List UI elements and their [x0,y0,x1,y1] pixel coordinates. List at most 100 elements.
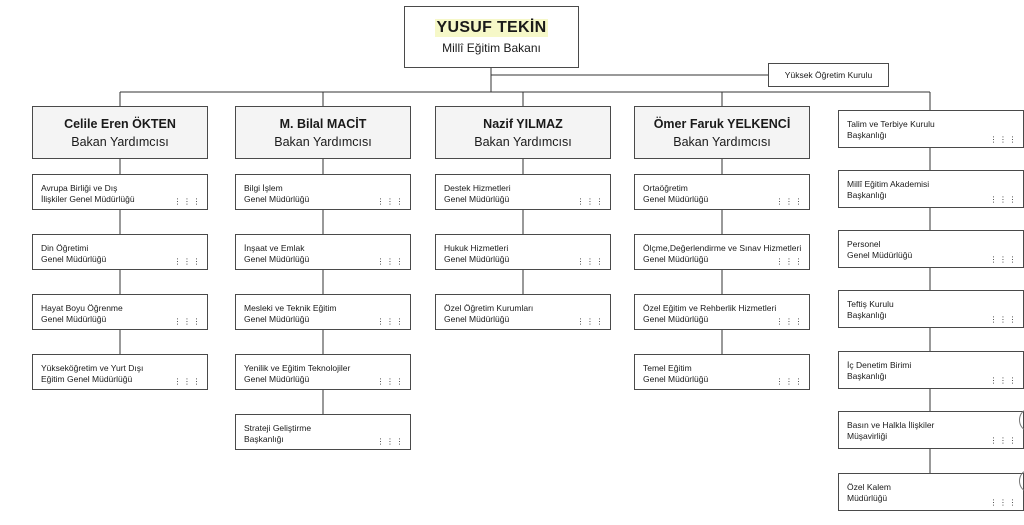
unit-line-1: Yükseköğretim ve Yurt Dışı [41,363,144,373]
unit-line-2: Genel Müdürlüğü [444,254,510,264]
deputy-title: Bakan Yardımcısı [474,135,572,149]
unit-line-2: Genel Müdürlüğü [41,314,107,324]
unit-box[interactable]: Mesleki ve Teknik Eğitim Genel Müdürlüğü… [235,294,411,330]
unit-line-1: Destek Hizmetleri [444,183,511,193]
unit-line-1: Basın ve Halkla İlişkiler [847,420,935,430]
more-dots-icon[interactable]: ⋮⋮⋮ [376,257,405,266]
unit-box[interactable]: Strateji Geliştirme Başkanlığı ⋮⋮⋮ [235,414,411,450]
unit-line-1: Strateji Geliştirme [244,423,312,433]
unit-line-2: Genel Müdürlüğü [244,194,310,204]
more-dots-icon[interactable]: ⋮⋮⋮ [173,317,202,326]
unit-line-2: Genel Müdürlüğü [643,314,709,324]
more-dots-icon[interactable]: ⋮⋮⋮ [775,197,804,206]
unit-line-1: Hukuk Hizmetleri [444,243,509,253]
more-dots-icon[interactable]: ⋮⋮⋮ [576,257,605,266]
more-dots-icon[interactable]: ⋮⋮⋮ [173,377,202,386]
unit-box[interactable]: Özel Öğretim Kurumları Genel Müdürlüğü ⋮… [435,294,611,330]
unit-line-2: Genel Müdürlüğü [643,254,709,264]
deputy-title: Bakan Yardımcısı [71,135,169,149]
deputy-name: M. Bilal MACİT [279,117,367,131]
unit-line-2: Başkanlığı [847,130,887,140]
unit-line-1: Din Öğretimi [41,243,89,253]
unit-line-1: İç Denetim Birimi [847,360,912,370]
more-dots-icon[interactable]: ⋮⋮⋮ [989,376,1018,385]
unit-line-1: Hayat Boyu Öğrenme [41,303,123,313]
unit-line-1: Özel Eğitim ve Rehberlik Hizmetleri [643,303,777,313]
direct-unit-box[interactable]: Basın ve Halkla İlişkiler Müşavirliği ⋮⋮… [838,411,1024,449]
direct-unit-box[interactable]: Teftiş Kurulu Başkanlığı ⋮⋮⋮ [838,290,1024,328]
deputy-name: Celile Eren ÖKTEN [64,117,176,131]
unit-line-2: Müdürlüğü [847,493,888,503]
unit-line-1: Personel [847,239,881,249]
unit-box[interactable]: Ölçme,Değerlendirme ve Sınav Hizmetleri … [634,234,810,270]
unit-line-1: Yenilik ve Eğitim Teknolojiler [244,363,351,373]
board-label: Yüksek Öğretim Kurulu [784,70,873,80]
unit-box[interactable]: Hukuk Hizmetleri Genel Müdürlüğü ⋮⋮⋮ [435,234,611,270]
unit-line-1: Ortaöğretim [643,183,688,193]
unit-line-2: Genel Müdürlüğü [444,314,510,324]
unit-box[interactable]: Ortaöğretim Genel Müdürlüğü ⋮⋮⋮ [634,174,810,210]
unit-line-2: Genel Müdürlüğü [847,250,913,260]
more-dots-icon[interactable]: ⋮⋮⋮ [989,195,1018,204]
higher-education-board-box[interactable]: Yüksek Öğretim Kurulu [768,63,889,87]
deputy-box-okten[interactable]: Celile Eren ÖKTEN Bakan Yardımcısı [32,106,208,159]
direct-unit-box[interactable]: Personel Genel Müdürlüğü ⋮⋮⋮ [838,230,1024,268]
more-dots-icon[interactable]: ⋮⋮⋮ [576,197,605,206]
more-dots-icon[interactable]: ⋮⋮⋮ [989,255,1018,264]
unit-box[interactable]: Yükseköğretim ve Yurt Dışı Eğitim Genel … [32,354,208,390]
unit-line-1: Ölçme,Değerlendirme ve Sınav Hizmetleri [643,243,802,253]
unit-line-1: Özel Öğretim Kurumları [444,303,534,313]
unit-line-2: Müşavirliği [847,431,888,441]
more-dots-icon[interactable]: ⋮⋮⋮ [376,437,405,446]
unit-box[interactable]: İnşaat ve Emlak Genel Müdürlüğü ⋮⋮⋮ [235,234,411,270]
unit-box[interactable]: Destek Hizmetleri Genel Müdürlüğü ⋮⋮⋮ [435,174,611,210]
unit-line-1: İnşaat ve Emlak [244,243,305,253]
more-dots-icon[interactable]: ⋮⋮⋮ [989,315,1018,324]
unit-line-1: Özel Kalem [847,482,891,492]
unit-line-2: Genel Müdürlüğü [643,194,709,204]
direct-unit-box[interactable]: Talim ve Terbiye Kurulu Başkanlığı ⋮⋮⋮ [838,110,1024,148]
more-dots-icon[interactable]: ⋮⋮⋮ [775,257,804,266]
unit-box[interactable]: Avrupa Birliği ve Dış İlişkiler Genel Mü… [32,174,208,210]
more-dots-icon[interactable]: ⋮⋮⋮ [376,317,405,326]
unit-line-2: Genel Müdürlüğü [244,254,310,264]
more-dots-icon[interactable]: ⋮⋮⋮ [376,197,405,206]
more-dots-icon[interactable]: ⋮⋮⋮ [775,377,804,386]
unit-line-2: Başkanlığı [847,371,887,381]
unit-box[interactable]: Temel Eğitim Genel Müdürlüğü ⋮⋮⋮ [634,354,810,390]
unit-line-2: Genel Müdürlüğü [41,254,107,264]
unit-line-2: Eğitim Genel Müdürlüğü [41,374,133,384]
more-dots-icon[interactable]: ⋮⋮⋮ [989,436,1018,445]
unit-box[interactable]: Yenilik ve Eğitim Teknolojiler Genel Müd… [235,354,411,390]
minister-title: Millî Eğitim Bakanı [442,41,541,55]
deputy-box-yilmaz[interactable]: Nazif YILMAZ Bakan Yardımcısı [435,106,611,159]
deputy-box-yelkenci[interactable]: Ömer Faruk YELKENCİ Bakan Yardımcısı [634,106,810,159]
minister-box[interactable]: YUSUF TEKİN Millî Eğitim Bakanı [404,6,579,68]
more-dots-icon[interactable]: ⋮⋮⋮ [173,257,202,266]
unit-line-2: Genel Müdürlüğü [643,374,709,384]
unit-line-2: Genel Müdürlüğü [444,194,510,204]
unit-line-2: Genel Müdürlüğü [244,374,310,384]
unit-line-2: Başkanlığı [847,310,887,320]
deputy-box-macit[interactable]: M. Bilal MACİT Bakan Yardımcısı [235,106,411,159]
more-dots-icon[interactable]: ⋮⋮⋮ [989,498,1018,507]
unit-line-2: Genel Müdürlüğü [244,314,310,324]
unit-box[interactable]: Bilgi İşlem Genel Müdürlüğü ⋮⋮⋮ [235,174,411,210]
unit-box[interactable]: Din Öğretimi Genel Müdürlüğü ⋮⋮⋮ [32,234,208,270]
direct-unit-box[interactable]: İç Denetim Birimi Başkanlığı ⋮⋮⋮ [838,351,1024,389]
unit-box[interactable]: Özel Eğitim ve Rehberlik Hizmetleri Gene… [634,294,810,330]
unit-line-2: İlişkiler Genel Müdürlüğü [41,194,135,204]
direct-unit-box[interactable]: Özel Kalem Müdürlüğü ⋮⋮⋮ [838,473,1024,511]
unit-line-1: Millî Eğitim Akademisi [847,179,930,189]
unit-line-1: Talim ve Terbiye Kurulu [847,119,935,129]
more-dots-icon[interactable]: ⋮⋮⋮ [576,317,605,326]
unit-line-1: Avrupa Birliği ve Dış [41,183,118,193]
more-dots-icon[interactable]: ⋮⋮⋮ [775,317,804,326]
unit-line-1: Teftiş Kurulu [847,299,894,309]
more-dots-icon[interactable]: ⋮⋮⋮ [376,377,405,386]
unit-line-2: Başkanlığı [244,434,284,444]
direct-unit-box[interactable]: Millî Eğitim Akademisi Başkanlığı ⋮⋮⋮ [838,170,1024,208]
unit-box[interactable]: Hayat Boyu Öğrenme Genel Müdürlüğü ⋮⋮⋮ [32,294,208,330]
more-dots-icon[interactable]: ⋮⋮⋮ [989,135,1018,144]
more-dots-icon[interactable]: ⋮⋮⋮ [173,197,202,206]
